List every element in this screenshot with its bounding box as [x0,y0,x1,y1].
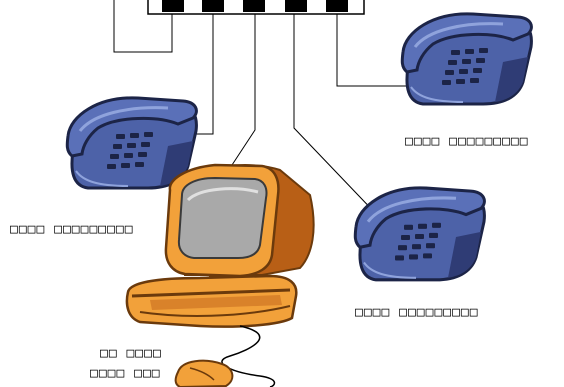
phone-left-label: □□□□ □□□□□□□□□ [10,222,134,238]
computer-label-line2: □□□□ □□□ [90,366,161,382]
computer-label-line1: □□ □□□□ [100,346,162,362]
phone-bottom-right-label: □□□□ □□□□□□□□□ [355,305,479,321]
phone-top-right-label: □□□□ □□□□□□□□□ [405,134,529,150]
telephone-icon [67,98,196,188]
telephone-icon [402,14,531,104]
switch-panel-icon [148,0,364,14]
mouse-icon [176,361,233,387]
telephone-icon [355,188,484,280]
